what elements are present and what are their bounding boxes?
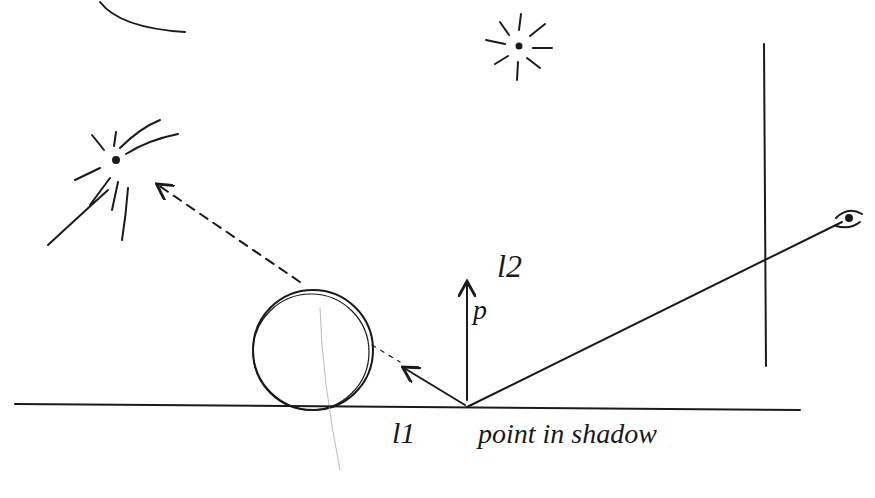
shadow-ray <box>158 185 300 282</box>
light-source <box>48 120 178 245</box>
axis-stroke <box>320 308 340 470</box>
shadow-ray <box>372 345 400 362</box>
light-source <box>486 14 552 80</box>
vector-label: p <box>473 296 487 324</box>
vector-label: l1 <box>392 418 415 448</box>
eye-ray <box>467 222 842 407</box>
light-vector <box>466 283 468 400</box>
ground-line <box>15 404 800 410</box>
arc-stroke <box>100 2 185 32</box>
light-vector <box>404 368 465 405</box>
caption-note: point in shadow <box>478 420 657 448</box>
image-plane <box>764 44 766 366</box>
sphere <box>253 294 369 410</box>
sphere <box>253 290 373 410</box>
eye <box>836 211 862 228</box>
vector-label: l2 <box>497 250 522 282</box>
